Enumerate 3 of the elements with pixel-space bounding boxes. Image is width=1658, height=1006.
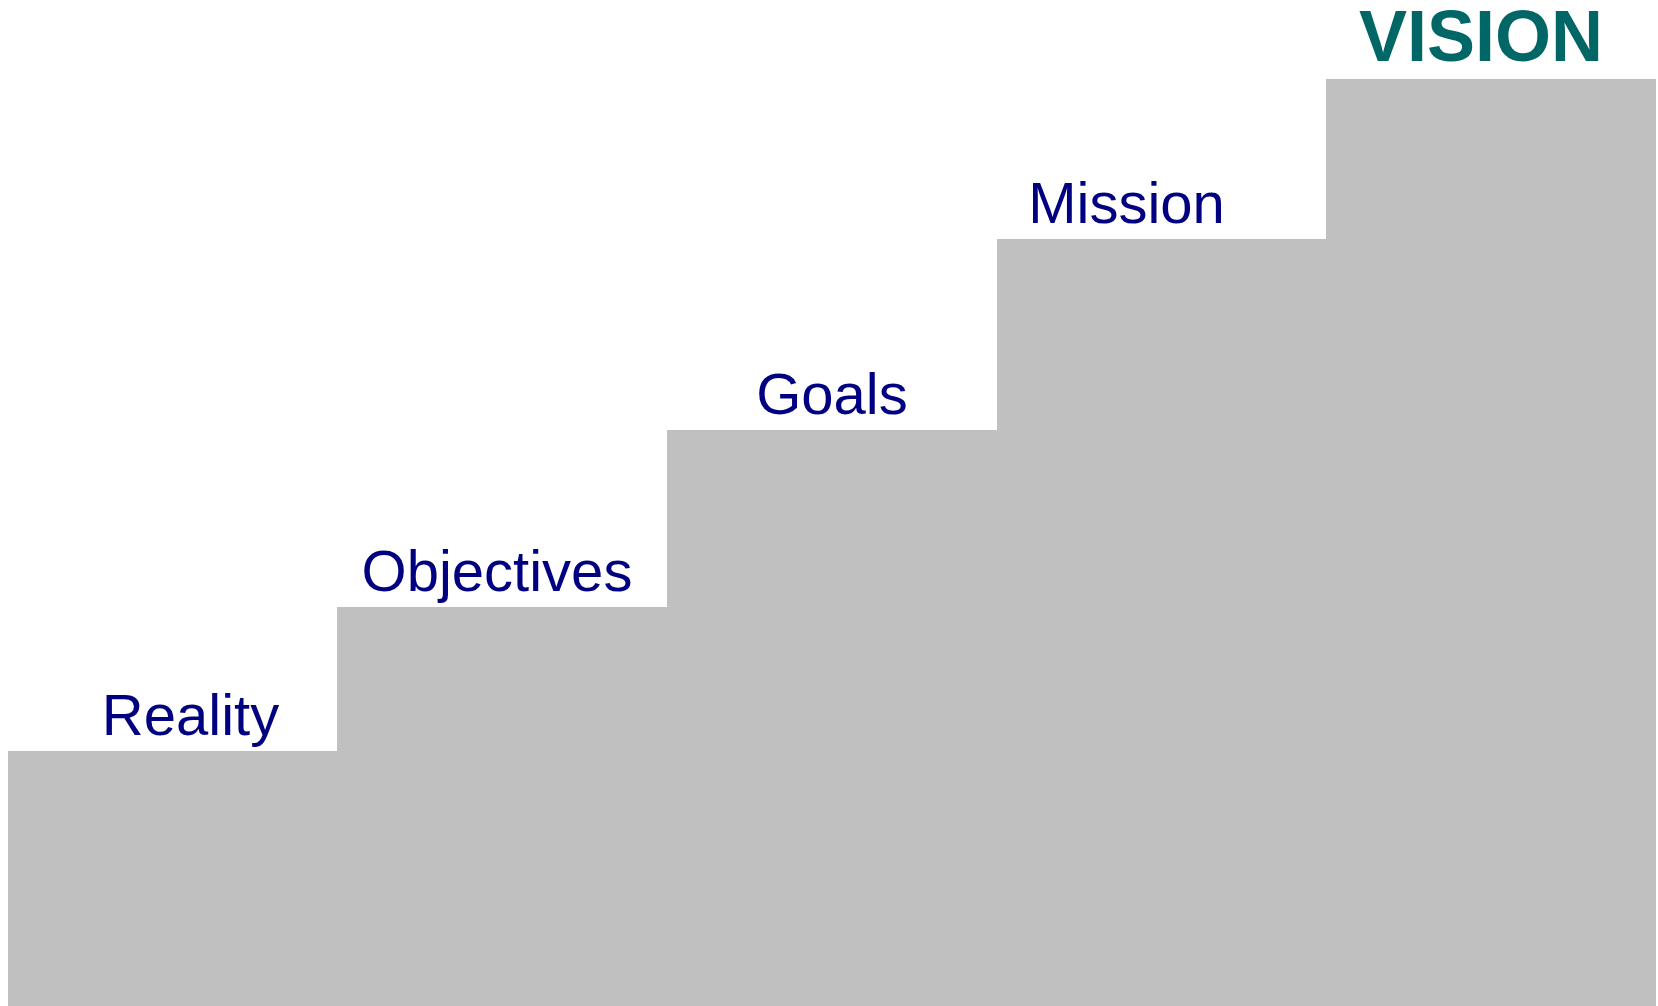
step-label: Mission: [1028, 174, 1225, 232]
step-label: VISION: [1358, 0, 1604, 72]
step-label: Goals: [756, 365, 908, 423]
